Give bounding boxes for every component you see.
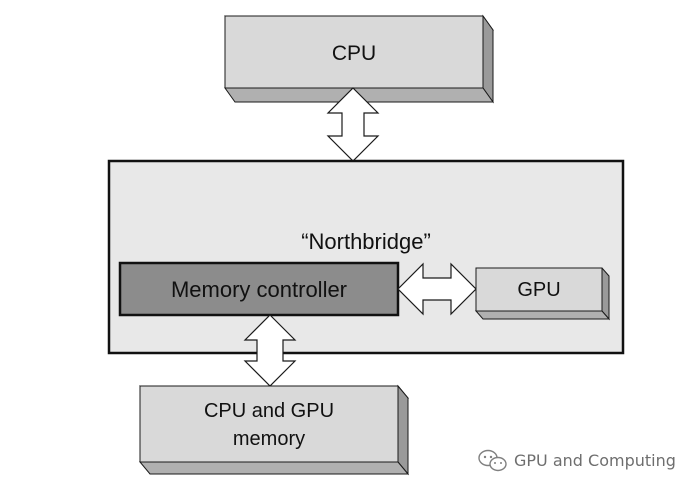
gpu-box: GPU — [474, 267, 611, 321]
cpu-box-side-face — [482, 14, 494, 104]
shared-memory-box: CPU and GPU memory — [138, 384, 410, 476]
watermark: GPU and Computing — [478, 449, 676, 472]
memory-controller-rect — [118, 261, 400, 317]
memory-label-line1: CPU and GPU — [204, 400, 334, 422]
memory-box-bottom-face — [138, 461, 410, 475]
gpu-box-front-face — [475, 267, 603, 312]
gpu-label: GPU — [517, 279, 560, 301]
cpu-box-front-face — [224, 15, 484, 89]
northbridge-box: “Northbridge” — [107, 159, 625, 355]
memory-box-side-face — [397, 384, 409, 476]
memory-label-line2: memory — [233, 428, 305, 450]
northbridge-label: “Northbridge” — [301, 229, 431, 254]
watermark-text: GPU and Computing — [514, 451, 676, 470]
cpu-label: CPU — [332, 42, 376, 65]
wechat-icon — [478, 449, 507, 472]
memory-box-front-face — [139, 385, 399, 463]
cpu-box: CPU — [224, 14, 494, 104]
memory-controller-box: Memory controller — [118, 261, 400, 317]
memory-controller-label: Memory controller — [171, 277, 347, 302]
gpu-box-bottom-face — [474, 310, 611, 320]
northbridge-frame — [107, 159, 625, 355]
